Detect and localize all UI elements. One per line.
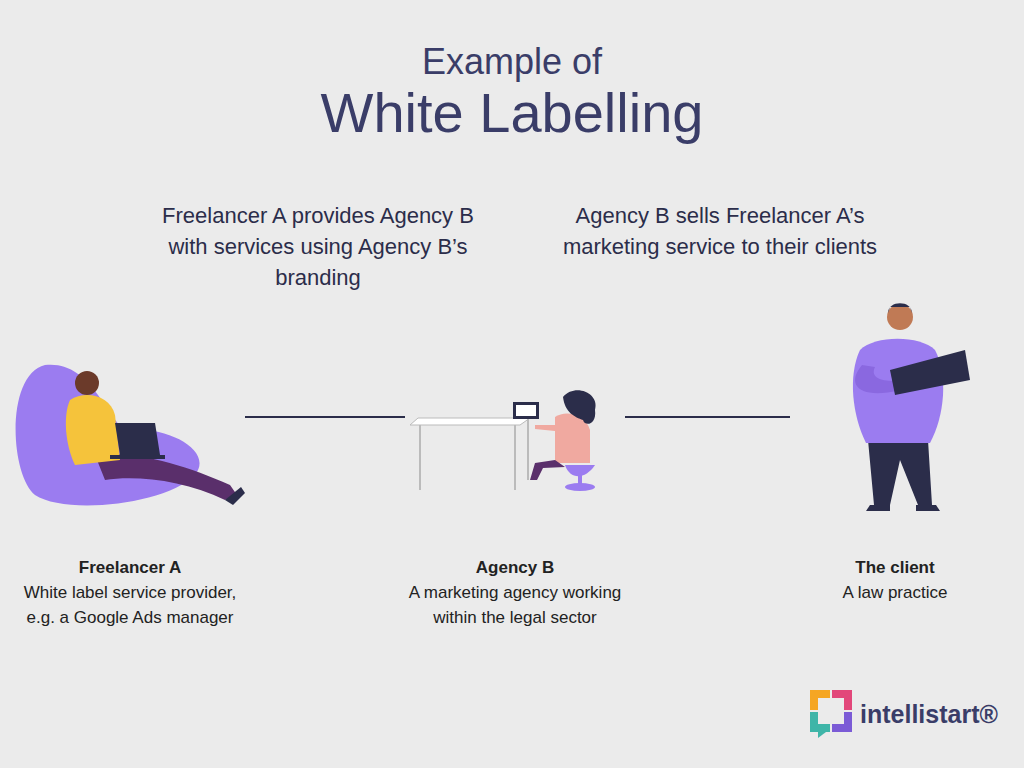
actor-node: Freelancer AWhite label service provider… (15, 355, 245, 655)
actor-text: The clientA law practice (790, 555, 1000, 605)
laptop-base (110, 455, 165, 459)
title-kicker: Example of (0, 40, 1024, 84)
shoe (916, 505, 940, 511)
actor-node: The clientA law practice (790, 295, 1000, 655)
actor-name: The client (790, 555, 1000, 580)
beanbag (16, 365, 200, 506)
shoe (225, 487, 245, 505)
edge-label: Agency B sells Freelancer A’s marketing … (560, 200, 880, 262)
edge-label: Freelancer A provides Agency B with serv… (158, 200, 478, 293)
hair (888, 303, 912, 313)
connector-line (245, 416, 405, 418)
actor-name: Freelancer A (15, 555, 245, 580)
actor-illustration (405, 355, 625, 515)
shoe (866, 505, 890, 511)
legs (95, 454, 237, 500)
arm (535, 425, 555, 431)
head (887, 304, 913, 330)
laptop (115, 423, 160, 455)
actor-description: White label service provider, e.g. a Goo… (15, 580, 245, 630)
actor-name: Agency B (405, 555, 625, 580)
desk-leg (527, 418, 529, 480)
desk-leg (514, 425, 516, 490)
actor-illustration (790, 295, 1000, 525)
desk-leg (419, 425, 421, 490)
chair-base (565, 483, 595, 491)
torso (66, 395, 120, 465)
actor-description: A marketing agency working within the le… (405, 580, 625, 630)
title: White Labelling (0, 80, 1024, 146)
actor-text: Freelancer AWhite label service provider… (15, 555, 245, 630)
head (75, 371, 99, 395)
actor-node: Agency BA marketing agency working withi… (405, 355, 625, 655)
actor-description: A law practice (790, 580, 1000, 605)
connector-line (625, 416, 790, 418)
laptop (513, 402, 539, 419)
laptop (890, 350, 970, 395)
hair (563, 390, 596, 424)
legs (530, 460, 565, 480)
logo-icon (808, 688, 856, 740)
actor-text: Agency BA marketing agency working withi… (405, 555, 625, 630)
logo-text: intellistart® (860, 700, 998, 729)
laptop-screen (516, 405, 536, 416)
actor-illustration (15, 355, 245, 515)
trousers (868, 440, 932, 505)
desk-top (410, 418, 530, 425)
